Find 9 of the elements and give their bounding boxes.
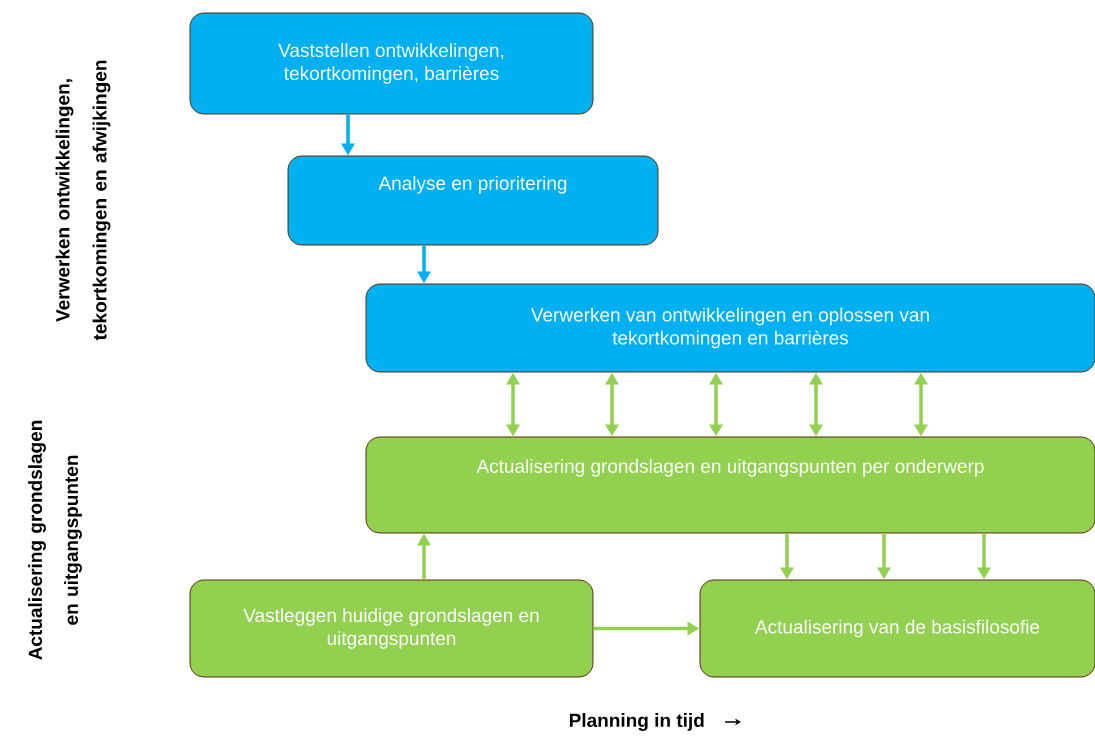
process-box: Actualisering grondslagen en uitgangspunten per onderwerp [365,436,1095,534]
axis-label: Planning in tijd [569,713,704,731]
process-box: Actualisering van de basisfilosofie [699,579,1095,678]
process-box: Verwerken van ontwikkelingen en oplossen van tekortkomingen en barrières [365,283,1095,373]
side-label: Actualisering grondslagen en uitgangspunten [28,420,82,660]
side-label: Verwerken ontwikkelingen, tekortkomingen en afwijkingen [55,60,111,341]
process-box: Vastleggen huidige grondslagen en uitgangspunten [189,579,594,678]
process-box: Analyse en prioritering [287,155,659,246]
process-box: Vaststellen ontwikkelingen, tekortkomingen, barrières [189,12,594,115]
